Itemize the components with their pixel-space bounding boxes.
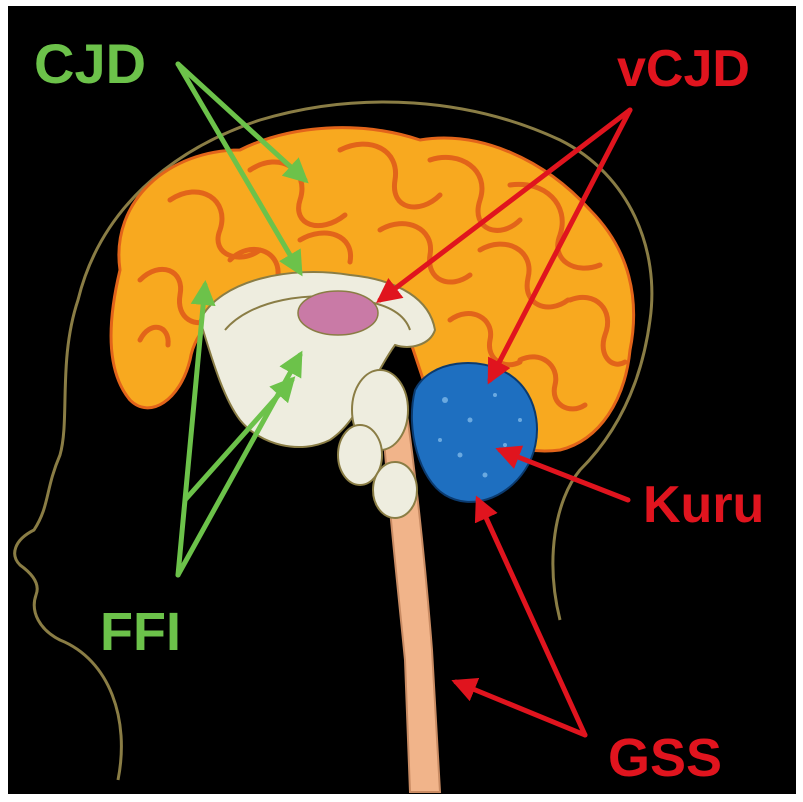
label-cjd: CJD bbox=[34, 32, 146, 95]
label-vcjd: vCJD bbox=[617, 40, 750, 98]
label-ffi: FFI bbox=[100, 602, 181, 662]
thalamus bbox=[298, 291, 378, 335]
label-kuru: Kuru bbox=[643, 476, 764, 534]
label-gss: GSS bbox=[608, 728, 722, 788]
